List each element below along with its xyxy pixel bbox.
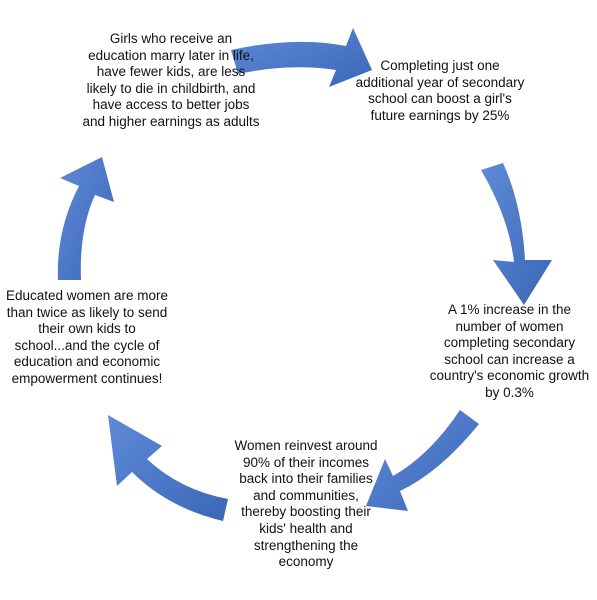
cycle-step-2: Completing just one additional year of s… (355, 58, 525, 123)
cycle-step-4: Women reinvest around 90% of their incom… (234, 438, 378, 570)
cycle-step-3: A 1% increase in the number of women com… (429, 302, 590, 400)
cycle-arrow (231, 28, 372, 87)
cycle-arrow (57, 157, 114, 280)
cycle-step-1: Girls who receive an education marry lat… (82, 31, 260, 129)
cycle-arrow (366, 410, 479, 511)
cycle-arrow (108, 415, 228, 521)
cycle-arrow (481, 163, 552, 305)
cycle-step-5: Educated women are more than twice as li… (5, 288, 169, 386)
